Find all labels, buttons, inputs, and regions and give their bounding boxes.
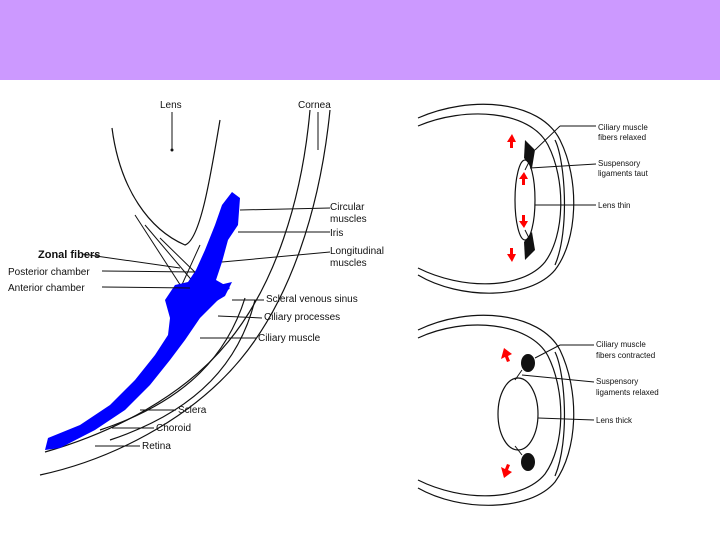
lens-outline xyxy=(112,120,220,245)
label-lens-thick: Lens thick xyxy=(596,416,633,425)
label-longitudinal-1: Longitudinal xyxy=(330,246,384,257)
label-zonal-fibers: Zonal fibers xyxy=(38,249,100,261)
label-ciliary-contracted-2: fibers contracted xyxy=(596,351,655,360)
label-suspensory-relaxed-1: Suspensory xyxy=(596,377,638,386)
label-ciliary-muscle: Ciliary muscle xyxy=(258,333,321,344)
eye-lens-thin-diagram: Ciliary muscle fibers relaxed Suspensory… xyxy=(418,104,649,293)
label-ciliary-processes: Ciliary processes xyxy=(264,312,340,323)
label-sclera: Sclera xyxy=(178,405,207,416)
label-posterior-chamber: Posterior chamber xyxy=(8,267,90,278)
label-retina: Retina xyxy=(142,441,171,452)
label-ciliary-relaxed-2: fibers relaxed xyxy=(598,133,646,142)
label-longitudinal-2: muscles xyxy=(330,258,367,269)
thin-lens xyxy=(515,160,535,240)
thick-lens xyxy=(498,378,538,450)
label-suspensory-relaxed-2: ligaments relaxed xyxy=(596,388,659,397)
eye-lens-thick-diagram: Ciliary muscle fibers contracted Suspens… xyxy=(418,315,659,505)
label-suspensory-taut-2: ligaments taut xyxy=(598,169,649,178)
right-margin xyxy=(700,80,720,540)
label-circular-muscles-2: muscles xyxy=(330,214,367,225)
label-circular-muscles-1: Circular xyxy=(330,202,365,213)
ciliary-body-diagram: Lens Cornea Circular muscles Iris Longit… xyxy=(8,100,384,475)
label-anterior-chamber: Anterior chamber xyxy=(8,283,85,294)
label-ciliary-contracted-1: Ciliary muscle xyxy=(596,340,646,349)
label-cornea: Cornea xyxy=(298,100,331,111)
label-ciliary-relaxed-1: Ciliary muscle xyxy=(598,123,648,132)
label-iris: Iris xyxy=(330,228,343,239)
label-lens: Lens xyxy=(160,100,182,111)
label-lens-thin: Lens thin xyxy=(598,201,630,210)
label-scleral-venous-sinus: Scleral venous sinus xyxy=(266,294,358,305)
label-choroid: Choroid xyxy=(156,423,191,434)
label-suspensory-taut-1: Suspensory xyxy=(598,159,640,168)
